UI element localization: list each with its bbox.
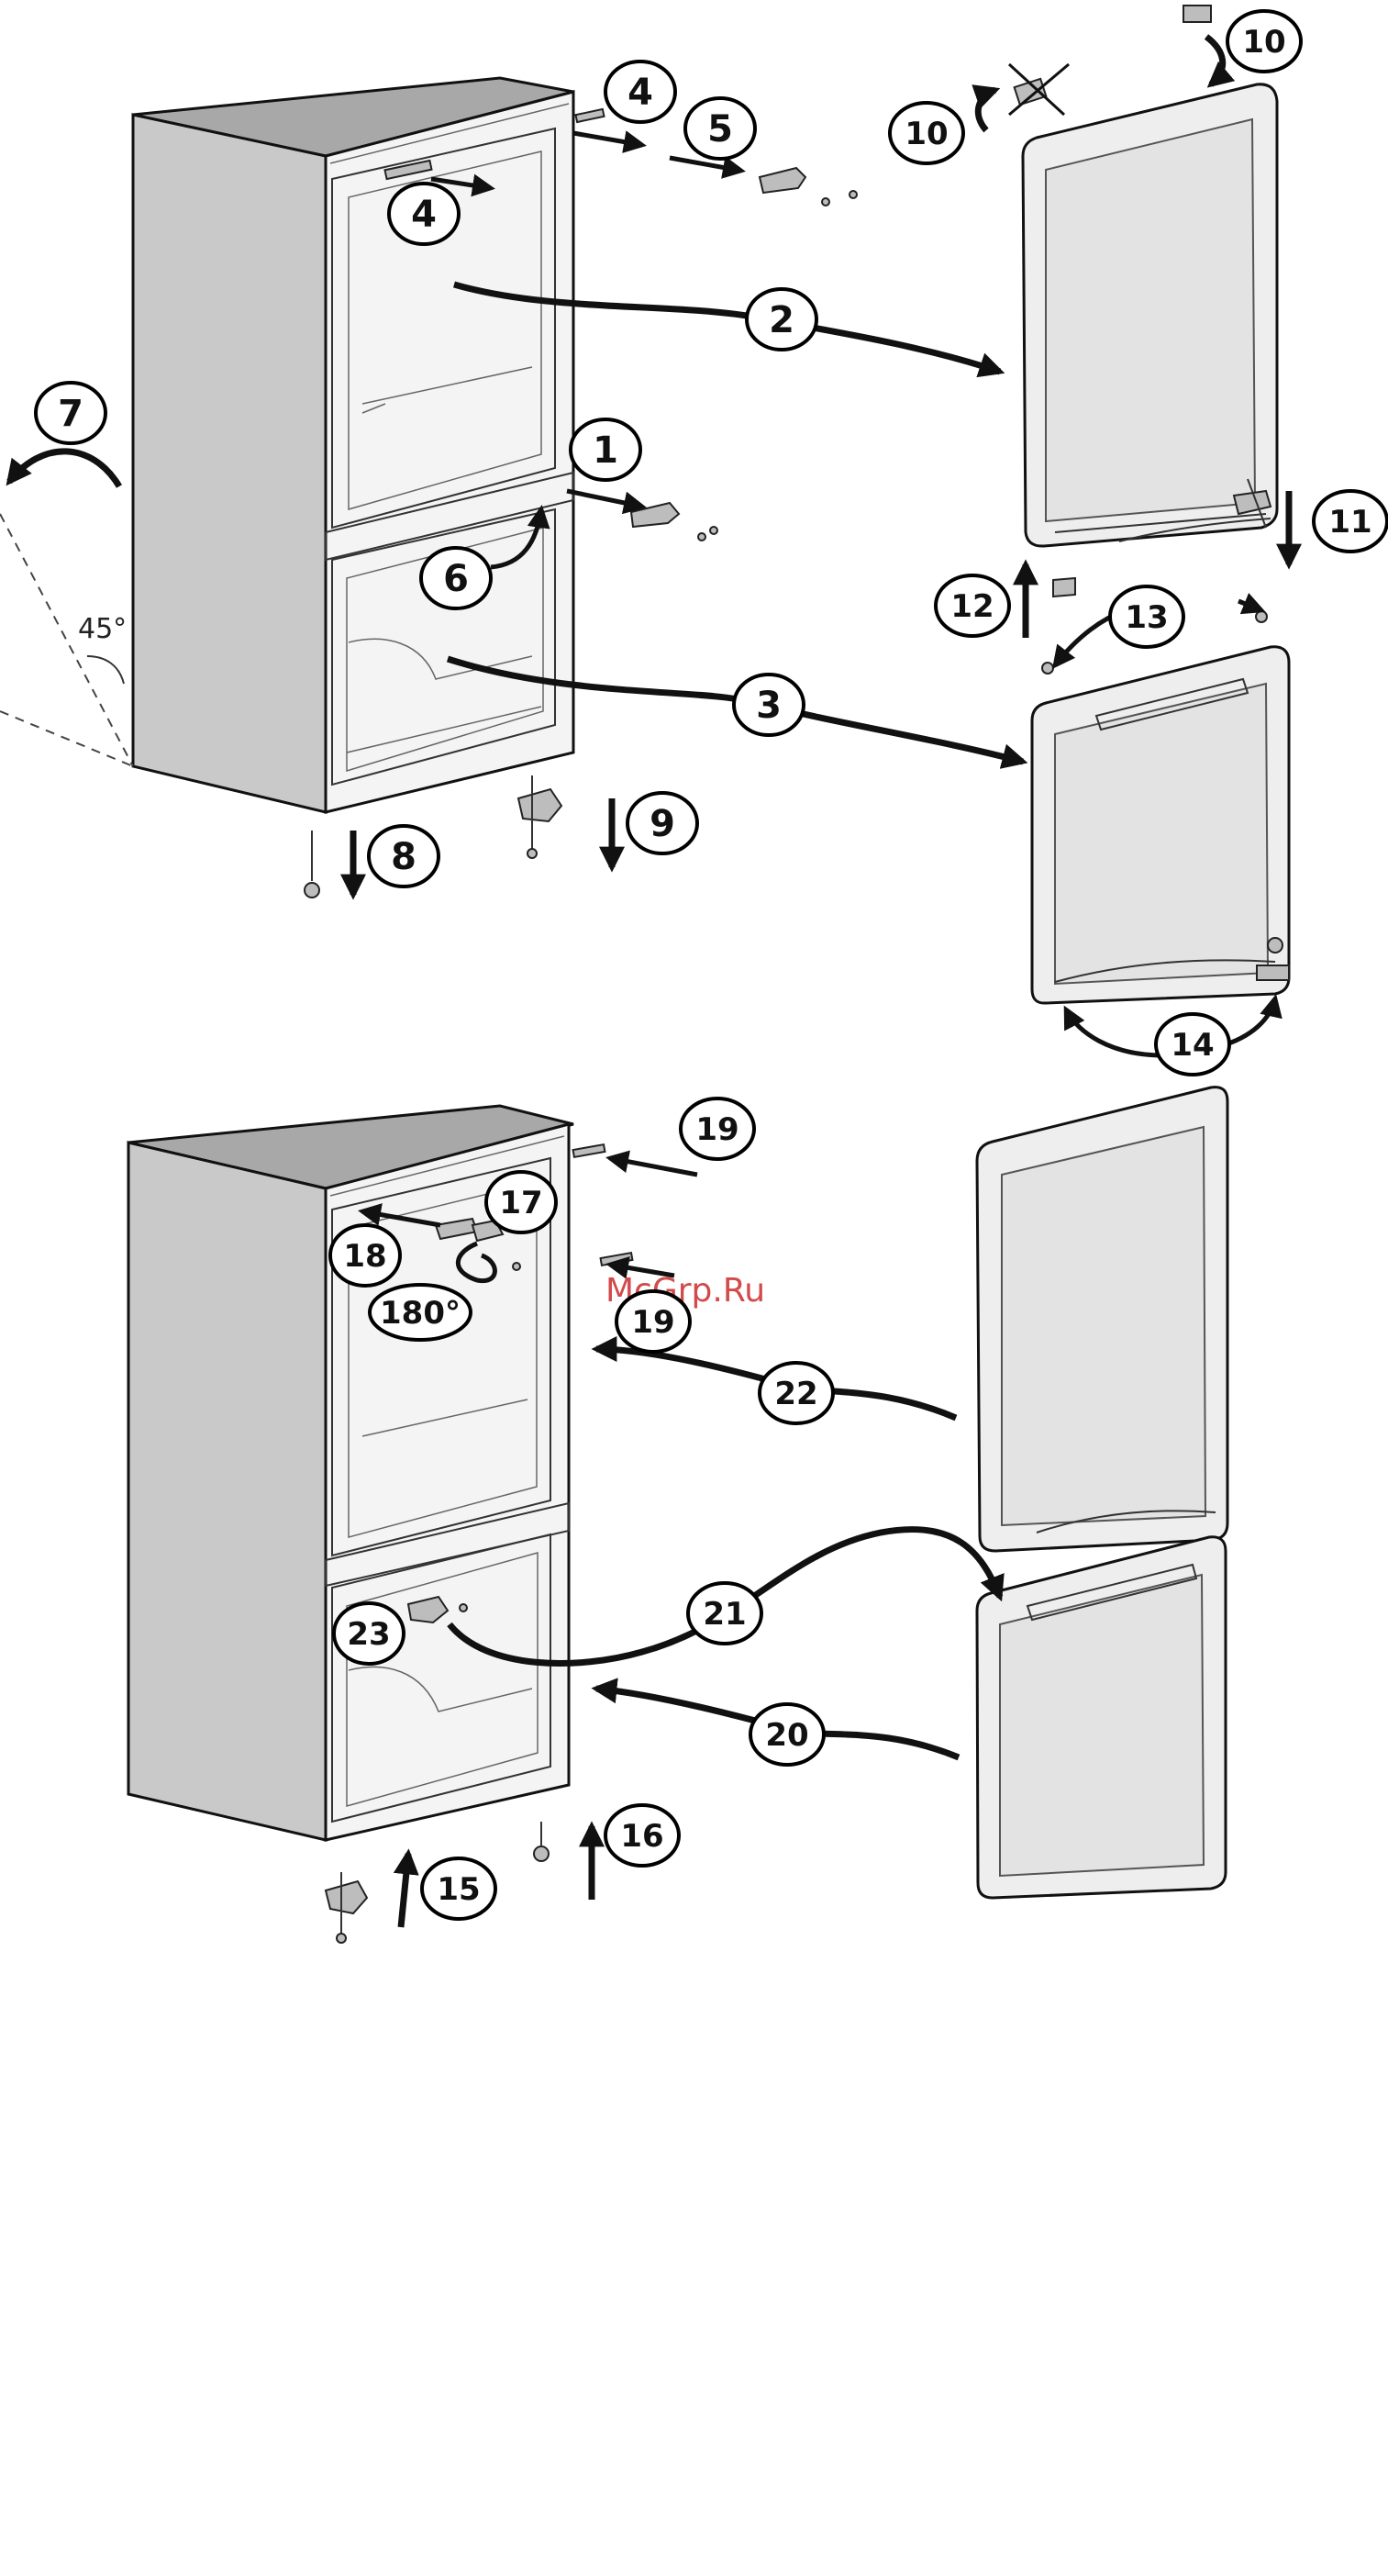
svg-text:10: 10 [905,116,948,152]
cabinet2-side-face [128,1143,326,1840]
svg-text:14: 14 [1171,1027,1214,1064]
svg-text:3: 3 [756,685,782,727]
callout-4b: 4 [389,184,459,244]
svg-text:4: 4 [411,194,437,236]
bottom-hinge-part-2 [326,1881,367,1913]
svg-text:16: 16 [620,1818,663,1855]
callout-5: 5 [685,98,755,159]
svg-text:15: 15 [437,1871,480,1908]
callout-7: 7 [36,383,105,443]
svg-text:9: 9 [650,803,675,845]
callout-8: 8 [369,826,439,887]
cover-cap-part [1183,6,1211,22]
callout-11: 11 [1314,491,1387,552]
callout-18: 18 [330,1225,400,1286]
svg-text:11: 11 [1328,504,1371,541]
top-cover-part [575,109,604,122]
adjustable-foot [305,883,319,898]
svg-text:8: 8 [391,836,416,878]
callout-2: 2 [747,289,816,350]
svg-text:12: 12 [950,588,994,625]
callout-6: 6 [421,548,491,608]
svg-text:19: 19 [631,1304,674,1341]
svg-text:13: 13 [1125,599,1168,636]
callout-180-degrees: 180° [370,1285,471,1340]
svg-text:5: 5 [707,108,733,151]
upper-stop-part [1053,578,1075,597]
svg-text:4: 4 [627,72,653,114]
lower-stop-part [1257,965,1289,980]
svg-text:23: 23 [347,1616,390,1653]
callout-1: 1 [571,419,640,480]
svg-text:1: 1 [593,429,618,472]
svg-text:2: 2 [769,299,794,341]
callout-13: 13 [1110,586,1183,647]
svg-text:10: 10 [1242,24,1285,61]
callout-19a: 19 [681,1098,754,1159]
callout-10b: 10 [1227,11,1301,72]
rotation-label: 180° [380,1295,461,1332]
angle-label: 45° [78,613,127,645]
bottom-hinge-part [518,789,561,821]
svg-text:6: 6 [443,558,469,600]
callout-23: 23 [334,1603,404,1664]
svg-text:7: 7 [58,393,83,435]
svg-text:17: 17 [499,1185,542,1221]
callout-4a: 4 [605,61,675,122]
callout-15: 15 [422,1858,495,1919]
callout-3: 3 [734,675,804,735]
callout-17: 17 [486,1172,556,1232]
cabinet-side-face [133,115,326,812]
top-fridge-cabinet [133,78,573,812]
bottom-lower-door [977,1537,1226,1898]
callout-14: 14 [1156,1014,1229,1075]
svg-text:21: 21 [703,1596,746,1633]
bottom-upper-door [977,1087,1227,1551]
callout-9: 9 [627,793,697,853]
callout-20: 20 [750,1704,824,1765]
callout-21: 21 [688,1583,761,1644]
callout-22: 22 [760,1363,833,1423]
callout-16: 16 [605,1805,679,1866]
adjustable-foot-2 [534,1846,549,1861]
callout-19b: 19 [616,1291,690,1352]
tilt-indicator: 45° [0,452,133,766]
svg-text:19: 19 [695,1111,738,1148]
svg-text:22: 22 [774,1376,817,1412]
top-lower-door [1032,647,1289,1003]
callout-10a: 10 [890,103,963,163]
top-hinge-part [760,168,805,193]
callout-12: 12 [936,575,1009,636]
svg-text:20: 20 [765,1717,808,1754]
svg-text:18: 18 [343,1238,386,1275]
top-upper-door [1023,84,1277,546]
